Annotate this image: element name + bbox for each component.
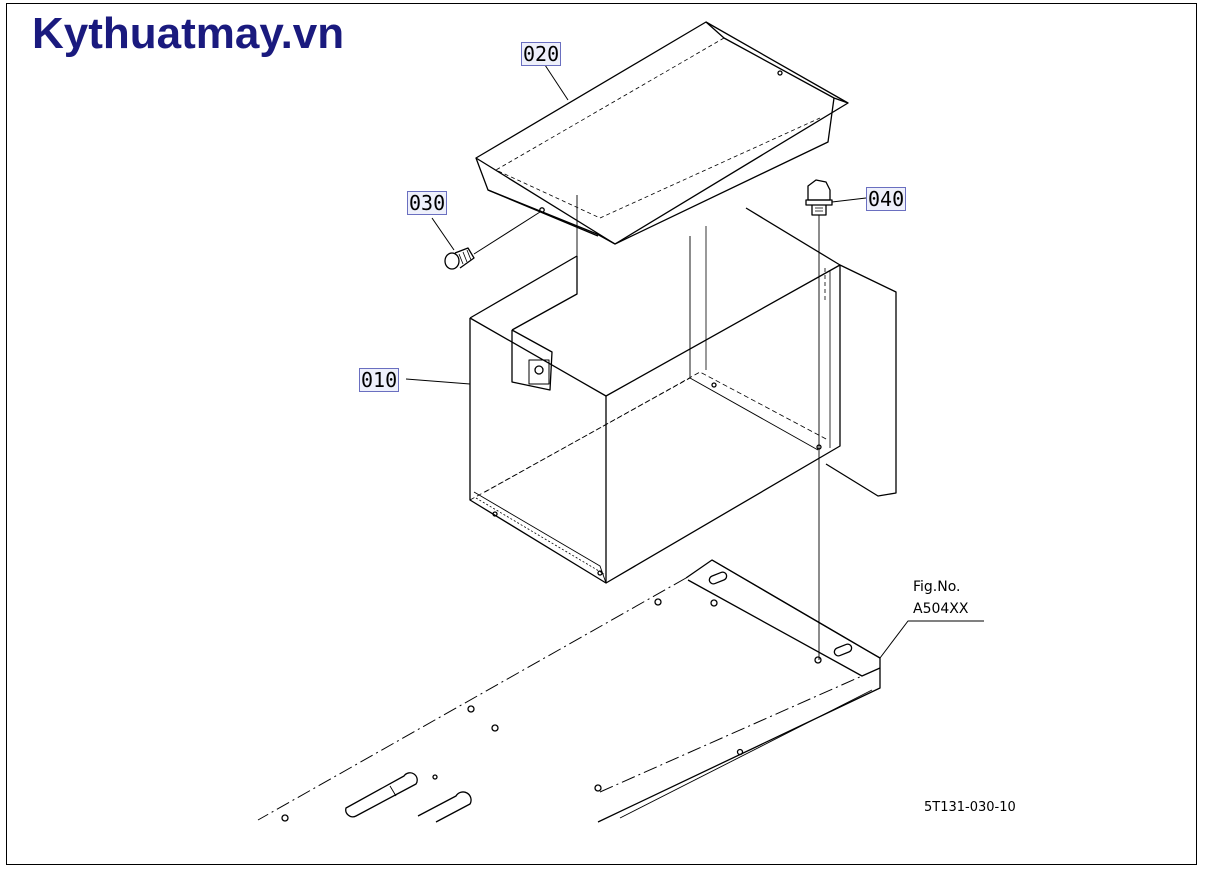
part-010-box: [405, 195, 897, 584]
drawing-frame: [6, 3, 1197, 865]
callout-040: 040: [866, 187, 907, 211]
figure-label: Fig.No.: [913, 579, 961, 595]
base-plate: [257, 559, 984, 823]
drawing-code: 5T131-030-10: [924, 800, 1016, 815]
brand-watermark: Kythuatmay.vn: [32, 9, 345, 58]
callout-030: 030: [407, 191, 448, 215]
part-020-tray: [475, 21, 849, 245]
figure-number: A504XX: [913, 601, 969, 617]
part-040-bolt: [805, 179, 867, 660]
part-030-knob: [431, 211, 541, 270]
callout-010: 010: [359, 368, 400, 392]
callout-020: 020: [521, 42, 562, 66]
